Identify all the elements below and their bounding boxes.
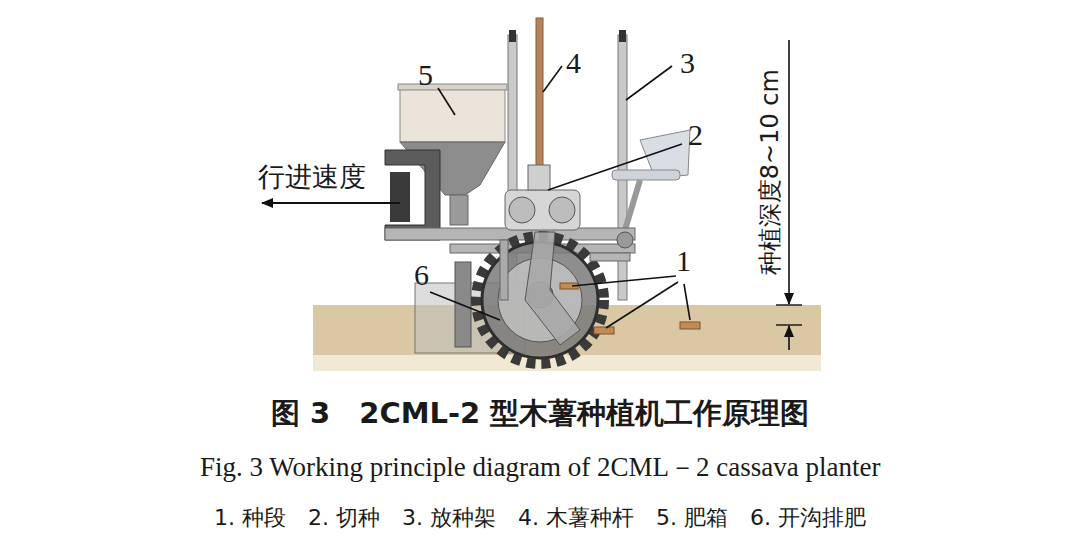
rear-frame [590, 253, 630, 261]
hitch-plate [390, 172, 410, 222]
dimension-line [788, 326, 790, 350]
callout-number: 2 [688, 118, 703, 151]
leader-line [438, 88, 455, 115]
part-list-item: 4. 木薯种杆 [518, 503, 634, 533]
soil-lower [313, 355, 821, 371]
post-cap [619, 30, 626, 42]
callout-number: 5 [418, 58, 433, 91]
part-list-item: 1. 种段 [214, 503, 286, 533]
callout-number: 3 [680, 46, 695, 79]
part-list-item: 6. 开沟排肥 [750, 503, 866, 533]
dimension-tick [776, 324, 802, 325]
frame-joint [617, 232, 633, 248]
dimension-line [788, 40, 790, 304]
leader-line [572, 276, 676, 286]
leader-line [543, 66, 562, 92]
hopper-outlet [450, 195, 468, 225]
travel-arrow [262, 202, 400, 204]
leader-line [548, 144, 682, 190]
leader-line [684, 284, 690, 320]
hitch [385, 150, 440, 240]
frame-leg [500, 240, 508, 300]
figure-title: 图 3 2CML-2 型木薯种植机工作原理图 [271, 398, 809, 430]
feed-tube [528, 165, 550, 190]
seed-segment [594, 327, 614, 334]
fertilizer-box [400, 87, 505, 142]
part-list-item: 5. 肥箱 [656, 503, 728, 533]
gear [549, 197, 575, 223]
part-list-item: 2. 切种 [308, 503, 380, 533]
seat-post [625, 180, 640, 230]
dimension-label: 种植深度8~10 cm [757, 69, 783, 275]
post-cap [509, 30, 516, 42]
seed-segment [680, 322, 700, 329]
dimension-tick [776, 304, 802, 305]
seed-tube [525, 232, 580, 345]
callout-number: 6 [414, 258, 429, 291]
part-list-item: 3. 放种架 [402, 503, 496, 533]
direction-label: 行进速度 [258, 162, 366, 192]
figure-caption: Fig. 3 Working principle diagram of 2CML… [200, 453, 880, 483]
cutter-box [505, 190, 580, 230]
gear [509, 197, 535, 223]
parts-list: 1. 种段 2. 切种 3. 放种架 4. 木薯种杆 5. 肥箱 6. 开沟排肥 [0, 503, 1080, 533]
leader-line [430, 292, 500, 320]
callout-number: 4 [566, 46, 581, 79]
callout-number: 1 [676, 244, 691, 277]
leader-line [606, 282, 678, 328]
seat [612, 170, 680, 180]
box-lid [398, 84, 507, 90]
leader-line [626, 66, 672, 100]
